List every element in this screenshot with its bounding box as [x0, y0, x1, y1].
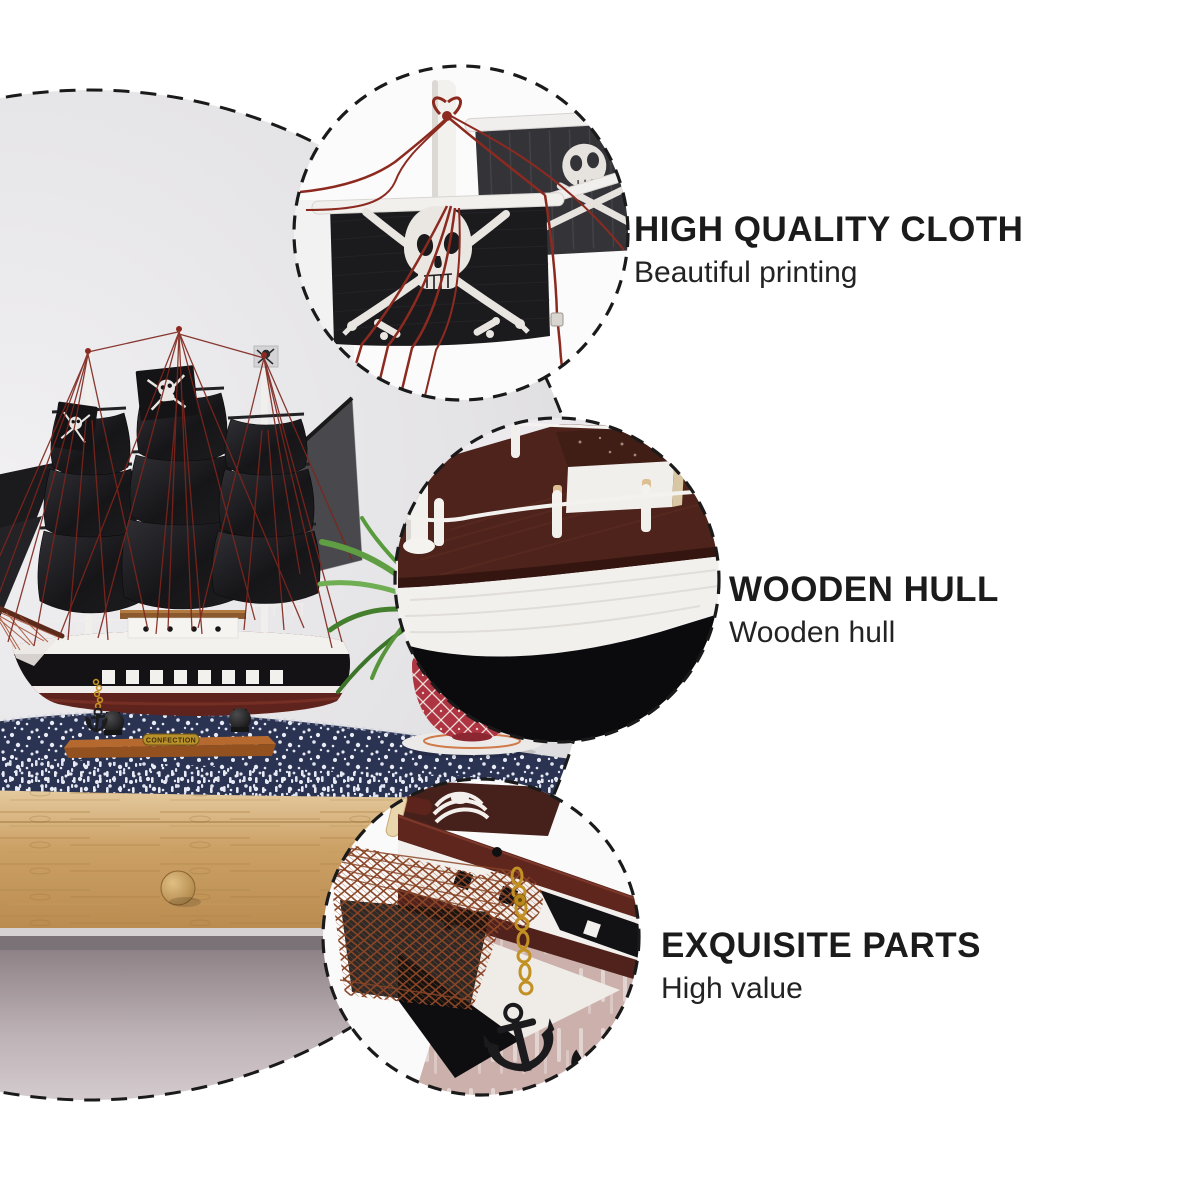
- bowsprit: [0, 603, 65, 639]
- parts-circle-dashed-border: [321, 777, 641, 1097]
- stern-rail: [251, 603, 305, 618]
- gold-chain: [510, 866, 534, 996]
- bow-netting: [0, 607, 59, 651]
- black-hull-bottom: [395, 612, 719, 742]
- jolly-roger-sail: [311, 192, 565, 346]
- callout-parts-subtitle: High value: [661, 972, 803, 1005]
- callout-cloth-subtitle: Beautiful printing: [634, 256, 858, 289]
- callout-parts-title: EXQUISITE PARTS: [661, 926, 981, 965]
- bow-parts-closeup: [323, 779, 639, 1095]
- deck-plank: [120, 610, 246, 619]
- callout-cloth: HIGH QUALITY CLOTH Beautiful printing: [634, 210, 1023, 290]
- thread-knot: [442, 111, 452, 121]
- callout-hull-title: WOODEN HULL: [729, 570, 999, 609]
- crossbones: [374, 317, 500, 340]
- nameplate-text: CONFECTION: [146, 738, 196, 745]
- hull-closeup: [395, 418, 719, 742]
- callout-parts: EXQUISITE PARTS High value: [661, 926, 981, 1006]
- bead: [550, 312, 564, 327]
- cloth-circle-dashed-border: [292, 64, 630, 402]
- display-stand: CONFECTION: [64, 708, 276, 758]
- callout-hull: WOODEN HULL Wooden hull: [729, 570, 999, 650]
- rigging-threads: [0, 331, 353, 649]
- pirate-ship-model: CONFECTION: [0, 326, 363, 758]
- drawer-knob: [160, 870, 196, 906]
- nameplate: [142, 733, 200, 746]
- railing-rope: [399, 488, 719, 523]
- sail-cloth-closeup: [294, 66, 628, 400]
- callout-hull-subtitle: Wooden hull: [729, 616, 896, 649]
- pirate-flag-main: [135, 365, 199, 421]
- anchor-charm: [85, 678, 108, 733]
- callout-cloth-title: HIGH QUALITY CLOTH: [634, 210, 1024, 249]
- black-sails: [37, 392, 321, 614]
- hull-circle-dashed-border: [393, 416, 721, 744]
- mast-top-knots: [85, 326, 267, 358]
- white-hull-stripe: [398, 556, 719, 665]
- crenellation-pattern: [102, 670, 283, 684]
- anchor-pendant: [483, 1002, 555, 1073]
